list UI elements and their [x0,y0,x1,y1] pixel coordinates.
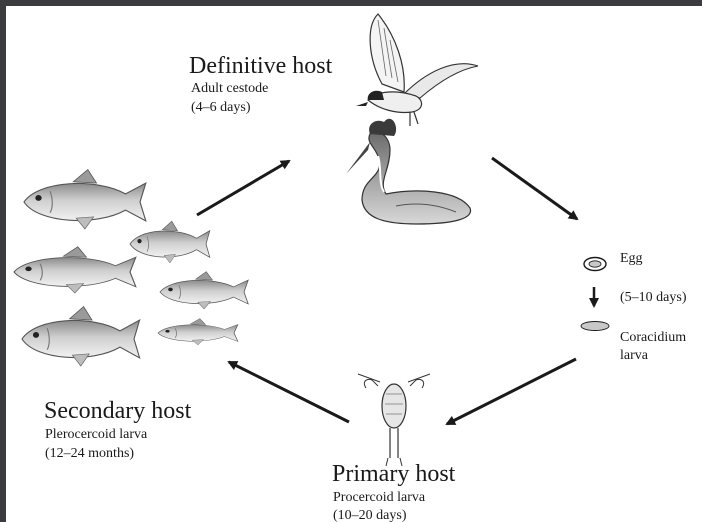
primary-host-title: Primary host [332,461,456,487]
egg-label: Egg [620,251,643,266]
definitive-host-stage: Adult cestode [191,81,269,96]
arrow-coracidium-to-primary [445,357,577,426]
definitive-host-duration: (4–6 days) [191,100,251,115]
coracidium-label-line1: Coracidium [620,330,687,345]
tern-icon [356,13,479,126]
diagram-graphics [13,13,610,467]
arrow-definitive-to-egg [491,156,579,221]
secondary-host-stage: Plerocercoid larva [45,427,148,442]
coracidium-icon [580,321,610,331]
diagram-panel: Definitive host Adult cestode (4–6 days)… [6,6,702,522]
arrow-primary-to-secondary [227,360,350,424]
definitive-host-title: Definitive host [189,53,333,79]
primary-host-duration: (10–20 days) [333,508,407,522]
primary-host-stage: Procercoid larva [333,490,426,505]
secondary-host-duration: (12–24 months) [45,446,135,461]
secondary-host-title: Secondary host [44,398,192,424]
fish-school-icon [13,168,249,367]
coracidium-label-line2: larva [620,348,648,363]
arrow-secondary-to-definitive [196,159,291,217]
grebe-icon [346,118,472,225]
egg-duration: (5–10 days) [620,290,687,305]
copepod-icon [357,373,431,467]
